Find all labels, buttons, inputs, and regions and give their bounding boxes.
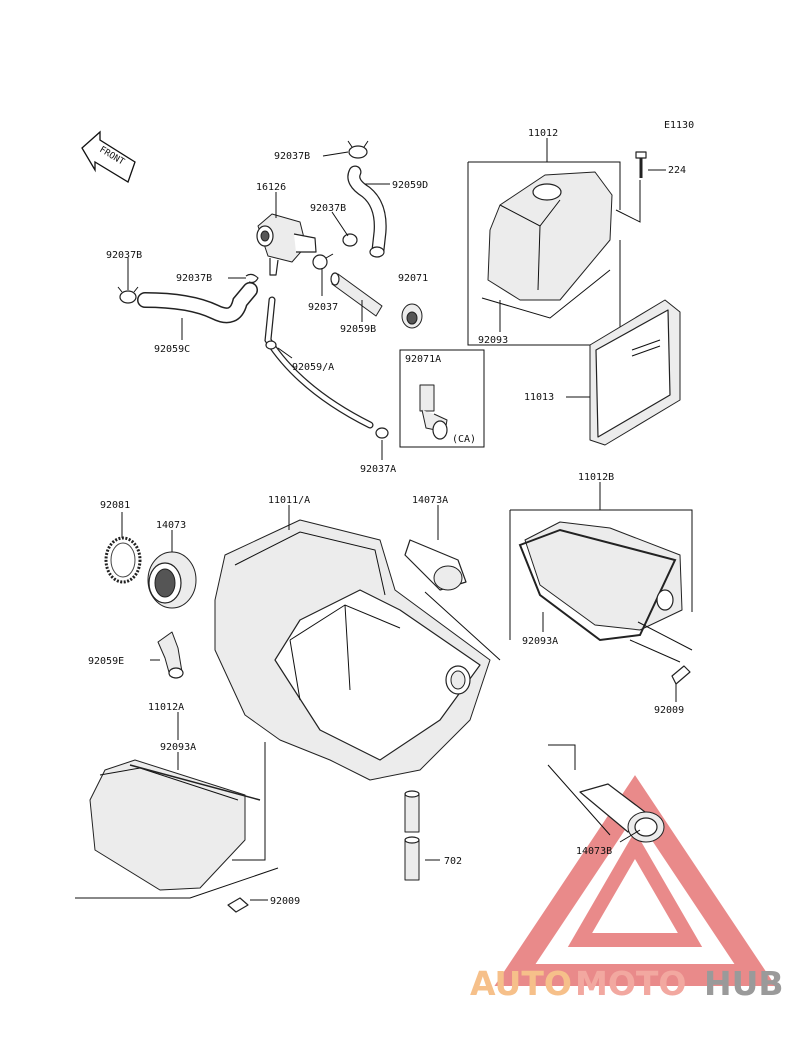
label-92009-left: 92009: [270, 896, 300, 907]
duct-14073: [147, 551, 197, 609]
label-92037b-top: 92037B: [274, 151, 310, 162]
label-702: 702: [444, 856, 462, 867]
label-92093a-right: 92093A: [522, 636, 558, 647]
air-cleaner-cover-group: [467, 151, 681, 446]
duct-14073b: [547, 744, 665, 843]
label-92059c: 92059C: [154, 344, 190, 355]
label-14073: 14073: [156, 520, 186, 531]
label-ca-note: (CA): [452, 434, 476, 445]
label-11012b: 11012B: [578, 472, 614, 483]
label-11013: 11013: [524, 392, 554, 403]
lower-cover-11012b: [509, 509, 693, 685]
label-92071: 92071: [398, 273, 428, 284]
label-92093a-left: 92093A: [160, 742, 196, 753]
label-92059a: 92059/A: [292, 362, 334, 373]
watermark-hub: HUB: [704, 964, 784, 1003]
spring-92081: [104, 536, 142, 584]
watermark-text: AUTO MOTO HUB: [470, 964, 784, 1003]
label-92037b-small: 92037B: [176, 273, 212, 284]
label-92081: 92081: [100, 500, 130, 511]
part-drawings: [117, 140, 423, 439]
label-11012a: 11012A: [148, 702, 184, 713]
label-92037a: 92037A: [360, 464, 396, 475]
label-92037b-left: 92037B: [106, 250, 142, 261]
ca-detail-box: [399, 349, 485, 448]
label-92059b: 92059B: [340, 324, 376, 335]
leader-lines: [121, 138, 677, 901]
watermark-moto: MOTO: [575, 964, 686, 1003]
label-14073b: 14073B: [576, 846, 612, 857]
label-92059d: 92059D: [392, 180, 428, 191]
label-224: 224: [668, 165, 686, 176]
watermark-logo: [494, 775, 776, 986]
label-92037b-mid: 92037B: [310, 203, 346, 214]
label-92071a: 92071A: [405, 354, 441, 365]
label-14073a: 14073A: [412, 495, 448, 506]
label-16126: 16126: [256, 182, 286, 193]
label-92093: 92093: [478, 335, 508, 346]
label-92037: 92037: [308, 302, 338, 313]
label-92009-right: 92009: [654, 705, 684, 716]
label-11012: 11012: [528, 128, 558, 139]
diagram-code: E1130: [664, 120, 694, 131]
label-11011a: 11011/A: [268, 495, 310, 506]
tube-702: [404, 790, 420, 881]
label-92059e: 92059E: [88, 656, 124, 667]
air-box-group: [214, 519, 491, 861]
front-arrow-icon: FRONT: [81, 130, 136, 183]
watermark-auto: AUTO: [470, 964, 572, 1003]
duct-14073a: [404, 539, 501, 661]
part-labels: 92037B 92059D 16126 92037B 92037B 92037B…: [88, 128, 686, 907]
elbow-92059e: [157, 631, 184, 679]
left-cover-11012a: [75, 759, 279, 913]
